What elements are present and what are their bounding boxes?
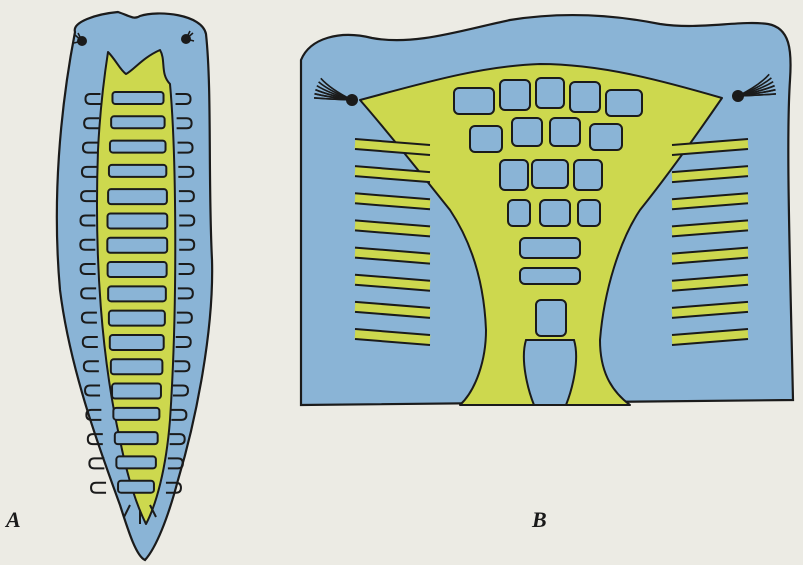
commissure-gap: [115, 432, 158, 444]
commissure-gap: [108, 262, 167, 277]
commissure-gap: [109, 311, 165, 326]
ganglion-window: [536, 78, 564, 108]
ganglion-window: [500, 160, 528, 190]
commissure-gap: [113, 408, 159, 420]
ganglion-window: [454, 88, 494, 114]
ganglion-window: [520, 268, 580, 284]
panel-label-b: B: [532, 509, 547, 531]
commissure-gap: [116, 456, 156, 468]
ganglion-window: [536, 300, 566, 336]
commissure-gap: [111, 359, 163, 374]
ganglion-window: [574, 160, 602, 190]
pharynx-region: [524, 340, 576, 405]
ganglion-window: [470, 126, 502, 152]
commissure-gap: [111, 116, 164, 128]
ganglion-window: [540, 200, 570, 226]
commissure-gap: [112, 384, 161, 399]
commissure-gap: [118, 481, 154, 493]
ganglion-window: [570, 82, 600, 112]
commissure-gap: [108, 213, 168, 228]
lateral-nerve-left: [91, 483, 106, 493]
panel-b-head-region: [301, 15, 793, 405]
ganglion-window: [512, 118, 542, 146]
ganglion-window: [606, 90, 642, 116]
ganglion-window: [500, 80, 530, 110]
commissure-gap: [107, 238, 167, 253]
lateral-nerve-left: [89, 458, 104, 468]
panel-label-a: A: [6, 509, 21, 531]
commissure-gap: [108, 189, 167, 204]
panel-a-whole-worm: [57, 12, 212, 560]
ganglion-window: [578, 200, 600, 226]
commissure-gap: [110, 141, 166, 153]
ganglion-window: [550, 118, 580, 146]
ganglion-window: [508, 200, 530, 226]
commissure-gap: [108, 286, 166, 301]
commissure-gap: [110, 335, 164, 350]
commissure-gap: [112, 92, 163, 104]
commissure-gap: [109, 165, 166, 177]
ganglion-window: [590, 124, 622, 150]
ganglion-window: [520, 238, 580, 258]
ganglion-window: [532, 160, 568, 188]
